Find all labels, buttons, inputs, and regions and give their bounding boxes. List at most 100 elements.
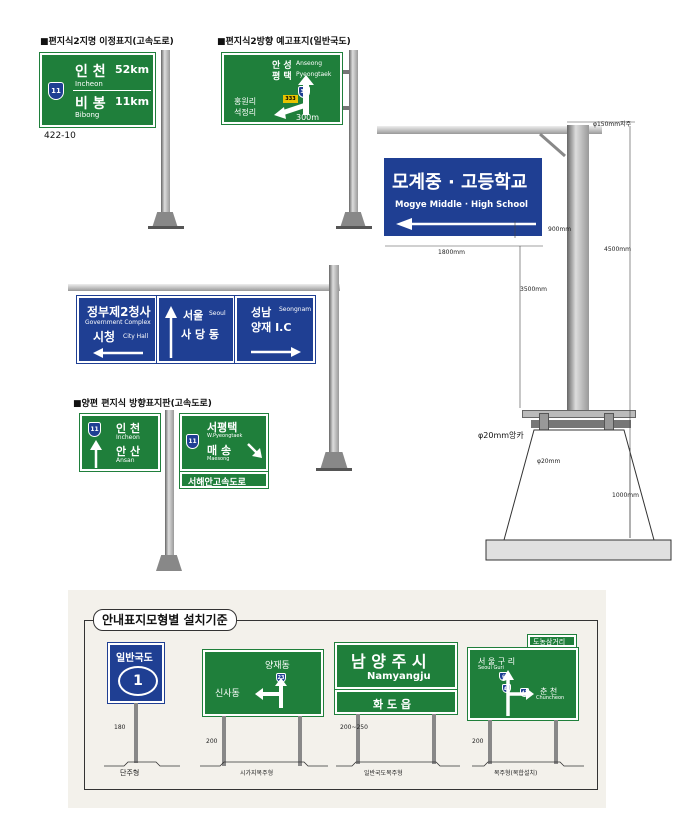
s3-top-en: Namyangju	[367, 671, 431, 682]
overhead-panel-left: 정부제2청사 Government Complex 시청 City Hall	[76, 295, 158, 364]
right-ko2: 양재 I.C	[251, 321, 292, 334]
pole-base	[156, 555, 182, 571]
s3-bot: 화 도 읍	[373, 698, 412, 711]
gantry-pole	[329, 265, 339, 465]
r-en1: W.Pyeongtaek	[207, 433, 243, 439]
dim-foundation: 1000mm	[612, 492, 639, 499]
l-ko1: 인 천	[116, 422, 141, 435]
s4-h: 200	[472, 738, 484, 745]
base-plate	[148, 226, 184, 229]
left-arrow-icon	[93, 348, 143, 358]
school-title: 모계중 · 고등학교	[392, 172, 528, 193]
s4-pole	[488, 720, 492, 764]
foundation	[485, 429, 672, 561]
pole-base	[152, 212, 178, 228]
junction-arrow-icon	[255, 678, 287, 708]
dim-anchor: φ20mm앙카	[478, 431, 524, 440]
mid-en1: Seoul	[209, 310, 226, 317]
route-marker-sign: 일반국도 1	[107, 642, 165, 704]
route-shield: 11	[48, 82, 64, 100]
s2-pole	[298, 716, 302, 766]
dest-a-ko: 안 성	[272, 61, 292, 71]
r-en2: Maesong	[207, 456, 230, 462]
s3-pole	[432, 714, 436, 764]
up-arrow-icon	[165, 306, 177, 358]
standards-title: 안내표지모형별 설치기준	[93, 609, 237, 631]
s1-h: 180	[114, 724, 126, 731]
s2-ko2: 신사동	[215, 689, 240, 699]
s2-cap: 시가지복주형	[240, 770, 274, 777]
s1-cap: 단주형	[120, 769, 140, 777]
right-arrow-icon	[251, 347, 301, 357]
base-plate	[336, 226, 372, 229]
sign-pole	[165, 410, 174, 570]
top-left-title: ■편지식2지명 이정표지(고속도로)	[40, 37, 174, 47]
sign-pole	[349, 50, 358, 226]
dest2-ko: 비 봉	[75, 96, 106, 112]
s3-top-ko: 남 양 주 시	[351, 652, 427, 671]
anchor-band	[531, 420, 631, 428]
overhead-panel-right: 성남 Seongnam 양재 I.C	[234, 295, 316, 364]
dest1-ko: 인 천	[75, 64, 106, 80]
school-sign: 모계중 · 고등학교 Mogye Middle · High School	[380, 154, 546, 240]
dim-pipe: φ150mm지주	[593, 121, 632, 128]
overhead-panel-mid: 서울 Seoul 사 당 동	[156, 295, 236, 364]
s2-pole	[222, 716, 226, 766]
distance: 300m	[296, 113, 320, 122]
left-ko2: 시청	[93, 330, 116, 344]
pole-base	[340, 212, 366, 228]
right-en1: Seongnam	[279, 306, 312, 313]
dest-b-en: Pyeongtaek	[296, 71, 332, 78]
dest2-dist: 11km	[115, 95, 150, 108]
sign-code: 422-10	[44, 131, 76, 141]
ground-lines	[104, 761, 584, 767]
dest1-en: Incheon	[75, 80, 103, 88]
s4-cap: 복주형(복합설치)	[494, 770, 538, 777]
up-arrow-icon	[90, 440, 102, 468]
dim-anchor-small: φ20mm	[537, 458, 561, 465]
mid-ko2: 사 당 동	[181, 328, 220, 341]
bracket	[340, 70, 350, 74]
dim-total-height: 4500mm	[604, 246, 631, 253]
diagonal-arrow-icon	[247, 443, 262, 458]
s1-top: 일반국도	[116, 653, 153, 664]
s1-pole	[134, 703, 138, 763]
direction-sign-left: 11 인 천 Incheon 안 산 Ansan	[79, 413, 161, 472]
s1-num: 1	[118, 666, 158, 696]
l-en1: Incheon	[116, 434, 140, 441]
route-shield: 11	[88, 422, 101, 437]
left-dest2: 석정리	[234, 108, 257, 117]
standards-frame	[84, 620, 598, 790]
s3-pole	[356, 714, 360, 764]
dim-clearance: 3500mm	[520, 286, 547, 293]
advance-direction-sign: 안 성 Anseong 평 택 Pyeongtaek 38 333 홍원리 석정…	[221, 52, 343, 125]
main-pole	[567, 125, 589, 417]
junction-name-tag: 도농삼거리	[527, 634, 577, 648]
s4-en1: Seoul Guri	[478, 665, 504, 671]
direction-sign-right: 11 서평택 W.Pyeongtaek 매 송 Maesong	[179, 413, 269, 472]
s3-h: 200~250	[340, 724, 368, 731]
left-dest1: 홍원리	[234, 97, 257, 106]
dest-a-en: Anseong	[296, 60, 323, 67]
overhang-arm	[377, 126, 602, 134]
complex-direction-sign: 서 울 구 리 Seoul Guri 춘 천 Chuncheon 6 46 43	[467, 647, 579, 721]
left-en2: City Hall	[123, 333, 149, 340]
highway-distance-sign: 11 인 천 52km Incheon 비 봉 11km Bibong	[39, 52, 156, 128]
junction-arrow-icon	[502, 670, 534, 716]
sign-pole	[161, 50, 170, 226]
left-en: Government Complex	[85, 319, 151, 326]
dimension-lines	[385, 121, 635, 538]
bottom-mid-title: ■양편 편지식 방향표지판(고속도로)	[73, 399, 212, 409]
arm-brace	[539, 132, 566, 158]
dest2-en: Bibong	[75, 111, 100, 119]
divider	[73, 90, 151, 91]
r-ko2: 매 송	[207, 444, 232, 457]
school-en: Mogye Middle · High School	[395, 200, 528, 210]
expressway-name: 서해안고속도로	[188, 478, 246, 488]
dim-width: 1800mm	[438, 249, 465, 256]
dim-sign-height: 900mm	[548, 226, 572, 233]
route-badge-yellow: 333	[283, 95, 298, 103]
overhead-arm	[68, 284, 340, 291]
s4-en2: Chuncheon	[536, 695, 565, 701]
urban-sign: 양재동 신사동 23	[202, 649, 324, 717]
